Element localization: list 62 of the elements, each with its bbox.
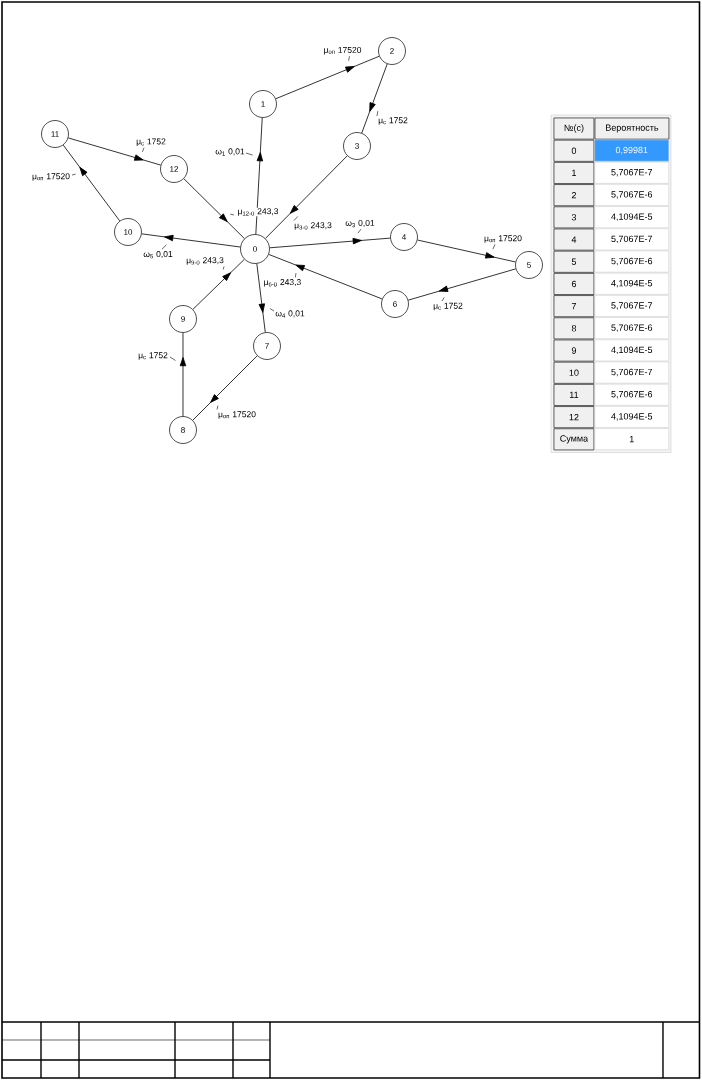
arrow — [179, 332, 187, 417]
edge-label: μ$_{9-0}$ 243,3 — [185, 256, 225, 270]
row-header: 0 — [553, 139, 595, 162]
table-cell: 5,7067E-7 — [594, 295, 669, 317]
edge-label: μ$_{с}$ 1752 — [135, 137, 167, 153]
column-header: Вероятность — [594, 117, 670, 140]
row-header: 10 — [553, 361, 595, 384]
arrow — [192, 355, 258, 421]
arrow — [67, 137, 162, 166]
arrow — [183, 178, 245, 239]
arrow — [141, 233, 241, 248]
edge-label: μ$_{12-0}$ 243,3 — [230, 207, 279, 217]
row-header: 3 — [553, 206, 595, 229]
table-cell: 4,1094E-5 — [594, 206, 669, 228]
row-header: 5 — [553, 250, 595, 273]
row-header: 4 — [553, 228, 595, 251]
edge-label: μ$_{оп}$ 17520 — [323, 46, 362, 62]
table-cell: 4,1094E-5 — [594, 272, 669, 295]
column-header: №(c) — [553, 117, 595, 140]
row-header: Сумма — [553, 428, 595, 451]
edge-label: μ$_{с}$ 1752 — [376, 110, 409, 126]
table-cell: 5,7067E-6 — [594, 317, 669, 339]
row-header: 1 — [553, 161, 595, 184]
table-cell: 4,1094E-5 — [594, 339, 669, 362]
table-cell: 5,7067E-7 — [594, 361, 669, 384]
table-cell: 1 — [594, 428, 669, 450]
table-cell: 5,7067E-6 — [594, 250, 669, 273]
edge-label: ω$_{1}$ 0,01 — [214, 147, 253, 157]
row-header: 8 — [553, 317, 595, 340]
arrow — [268, 254, 383, 300]
edge-label: ω$_{3}$ 0,01 — [344, 219, 376, 234]
edge-label: μ$_{3-0}$ 243,3 — [293, 216, 333, 231]
selected-cell: 0,99981 — [594, 139, 669, 162]
arrow — [256, 263, 266, 333]
edge-label: μ$_{оп}$ 17520 — [31, 172, 76, 182]
edge-label: ω$_{5}$ 0,01 — [142, 244, 174, 259]
table-cell: 5,7067E-6 — [594, 383, 669, 406]
table-cell: 5,7067E-6 — [594, 184, 669, 206]
edge-label: μ$_{с}$ 1752 — [137, 351, 176, 361]
arrow — [255, 117, 264, 235]
arrow — [275, 55, 380, 100]
table-cell: 5,7067E-7 — [594, 228, 669, 251]
edge-label: ω$_{4}$ 0,01 — [269, 308, 306, 319]
arrow — [265, 155, 348, 239]
row-header: 6 — [553, 272, 595, 295]
arrow — [361, 63, 388, 134]
edge-label: μ$_{оп}$ 17520 — [216, 405, 257, 420]
arrow — [269, 237, 391, 249]
arrow — [407, 268, 517, 301]
edge-label: μ$_{с}$ 1752 — [432, 297, 464, 311]
edge-label: μ$_{оп}$ 17520 — [483, 234, 523, 250]
table-cell: 4,1094E-5 — [594, 406, 669, 428]
edge-label: μ$_{6-0}$ 243,3 — [263, 272, 302, 288]
arrow — [62, 144, 121, 222]
row-header: 12 — [553, 406, 595, 429]
row-header: 9 — [553, 339, 595, 362]
arrow — [417, 239, 516, 263]
row-header: 2 — [553, 184, 595, 207]
table-cell: 5,7067E-7 — [594, 161, 669, 184]
row-header: 11 — [553, 383, 595, 406]
arrow — [192, 258, 245, 310]
row-header: 7 — [553, 295, 595, 318]
